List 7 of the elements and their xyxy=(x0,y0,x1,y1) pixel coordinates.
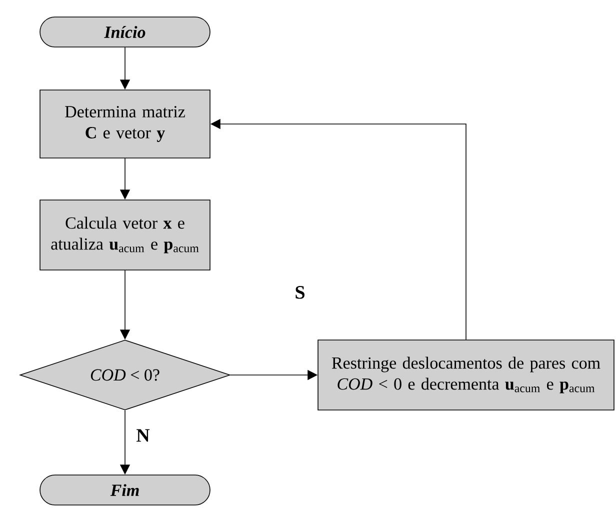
process-box: Restringe deslocamentos de pares com COD < 0 e decrementa u$_{acum}$ e p$_{acum}$ xyxy=(318,340,614,410)
process-box: Calcula vetor x e atualiza u$_{acum}$ e p$_{acum}$ xyxy=(40,200,210,270)
terminal-pill: Início xyxy=(40,16,210,48)
edge-label: N xyxy=(136,429,150,442)
process-box: Determina matriz C e vetor y xyxy=(40,90,210,158)
terminal-pill: Fim xyxy=(40,474,210,506)
edge-label: S xyxy=(296,286,304,299)
